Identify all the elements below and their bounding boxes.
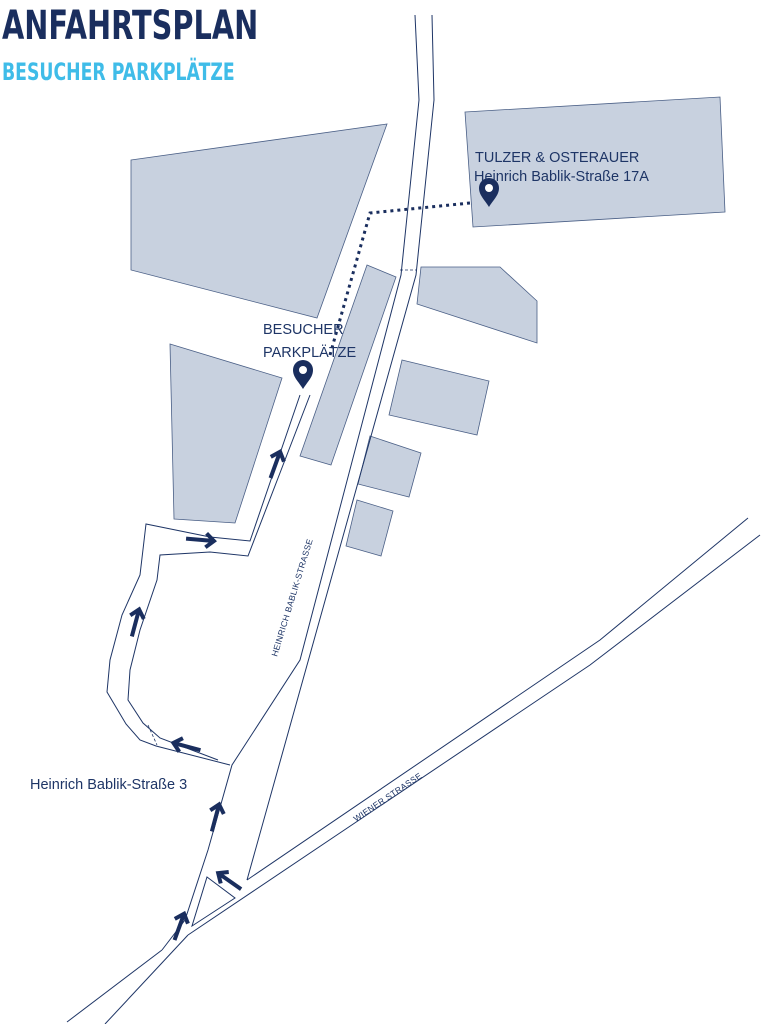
cross-road-south-edge-2 — [187, 534, 761, 936]
parking-label-line1: BESUCHER — [263, 322, 344, 338]
building-east-2 — [388, 359, 490, 436]
arrow-icon — [209, 801, 226, 832]
cross-road-south-edge — [66, 949, 163, 1023]
destination-address: Heinrich Bablik-Straße 17A — [474, 169, 649, 185]
building-east-4 — [345, 499, 394, 557]
arrow-icon — [170, 736, 201, 753]
arrow-icon — [129, 606, 146, 637]
start-address: Heinrich Bablik-Straße 3 — [30, 777, 187, 793]
traffic-island — [191, 876, 236, 928]
page-title: ANFAHRTSPLAN — [2, 3, 259, 49]
main-road-east-edge — [246, 14, 435, 881]
street-name-main: HEINRICH BABLIK-STRASSE — [269, 537, 314, 657]
page-subtitle: BESUCHER PARKPLÄTZE — [2, 58, 235, 86]
building-northwest — [130, 123, 388, 319]
cross-road-south-edge-3 — [104, 934, 189, 1024]
arrow-icon — [185, 531, 217, 549]
access-road-inner — [127, 394, 311, 761]
building-destination — [464, 96, 726, 228]
parking-label-line2: PARKPLÄTZE — [263, 344, 357, 361]
arrow-icon — [172, 910, 190, 941]
street-name-cross: WIENER STRASSE — [352, 770, 424, 823]
building-west — [169, 343, 283, 524]
direction-arrows — [129, 448, 286, 941]
building-east-1 — [416, 266, 538, 344]
road-network — [66, 14, 761, 1024]
walking-path — [328, 201, 471, 356]
arrow-icon — [268, 448, 286, 479]
destination-name: TULZER & OSTERAUER — [475, 150, 639, 166]
access-road-outer — [106, 394, 301, 766]
cross-road-north-edge — [246, 517, 749, 881]
arrow-icon — [215, 869, 243, 891]
location-pin-icon — [293, 360, 313, 389]
main-road-west-edge — [161, 14, 420, 951]
location-pin-icon — [479, 178, 499, 207]
building-east-3 — [357, 435, 422, 498]
building-parking-strip — [299, 264, 397, 466]
